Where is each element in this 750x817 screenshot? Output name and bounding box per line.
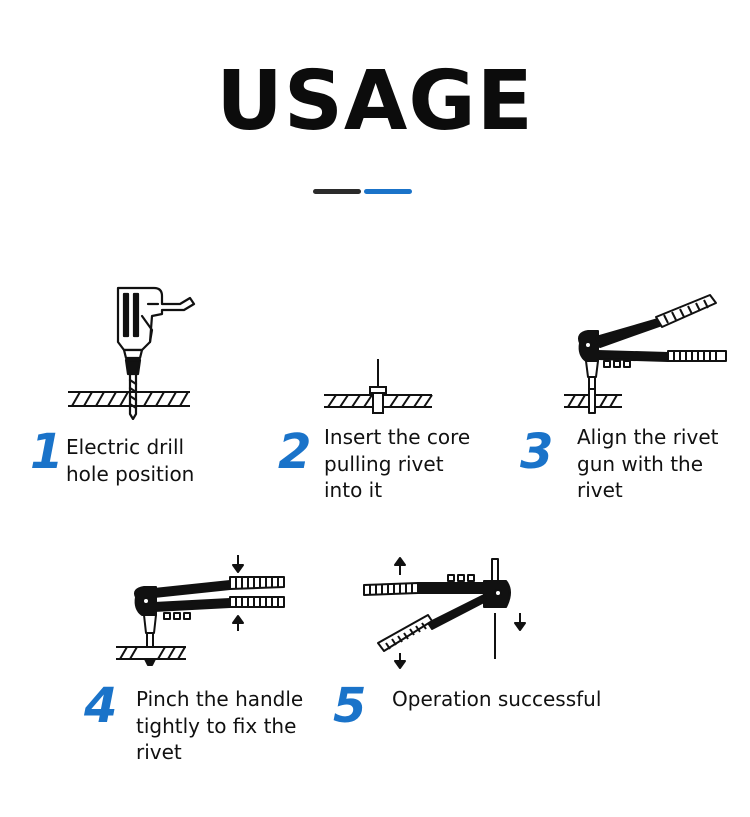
electric-drill-icon [68,286,196,420]
step-5-number: 5 [333,678,367,734]
rivet-gun-squeeze-icon [116,555,285,666]
step-5-text: Operation successful [392,687,602,711]
title-underline-dark [313,189,361,194]
rivet-insert-icon [324,359,433,414]
step-4-text: Pinch the handle tightly to fix the rive… [136,687,304,764]
rivet-gun-align-icon [564,294,727,414]
step-1-text: Electric drill hole position [66,435,195,486]
step-3-text: Align the rivet gun with the rivet [577,425,719,502]
title-underline-blue [364,189,412,194]
step-1-number: 1 [30,424,64,480]
page-title: USAGE [216,54,534,149]
rivet-gun-release-icon [363,557,526,669]
step-2-number: 2 [278,424,312,480]
step-2-text: Insert the core pulling rivet into it [324,425,471,502]
step-4-number: 4 [84,678,118,734]
step-3-number: 3 [520,424,554,480]
